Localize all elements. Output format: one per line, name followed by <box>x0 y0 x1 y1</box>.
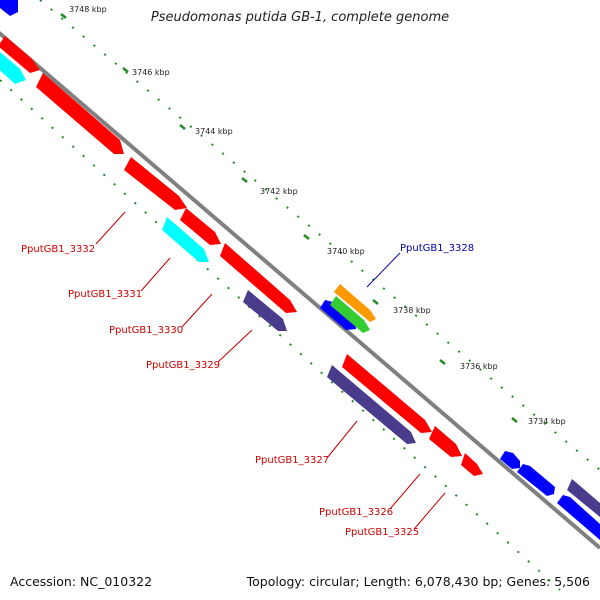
gene-label-group: PputGB1_3332 PputGB1_3331 PputGB1_3330 P… <box>21 243 474 538</box>
reverse-arrow-3328 <box>320 300 356 330</box>
gene-label-3325: PputGB1_3325 <box>345 527 419 538</box>
tick-track-outer <box>39 0 600 471</box>
reverse-arrow-top <box>0 0 18 16</box>
gene-arrow-3329r <box>220 243 297 313</box>
gene-arrow-3332a <box>0 36 40 73</box>
gene-label-3327: PputGB1_3327 <box>255 455 329 466</box>
gene-label-3331: PputGB1_3331 <box>68 289 142 300</box>
other-arrow-3329 <box>243 290 287 331</box>
other-arrow-right <box>567 479 600 517</box>
gene-arrow-3331b <box>124 157 187 210</box>
accession-text: Accession: NC_010322 <box>10 574 153 589</box>
tick-track-inner <box>0 79 561 591</box>
reverse-arrow-r2 <box>517 464 555 496</box>
tick-label: 3742 kbp <box>260 187 298 196</box>
tick-label: 3736 kbp <box>460 362 498 371</box>
trna-green <box>330 296 370 333</box>
gene-arrow-3327 <box>342 354 432 433</box>
rrna-arrow-left <box>0 52 26 84</box>
major-ticks <box>60 13 518 423</box>
genome-summary-text: Topology: circular; Length: 6,078,430 bp… <box>246 574 590 589</box>
genome-backbone <box>0 30 600 550</box>
tick-labels: 3748 kbp 3746 kbp 3744 kbp 3742 kbp 3740… <box>69 5 566 426</box>
other-arrow-3327 <box>327 365 416 444</box>
tick-label: 3740 kbp <box>327 247 365 256</box>
tick-label: 3748 kbp <box>69 5 107 14</box>
gene-label-3330: PputGB1_3330 <box>109 325 183 336</box>
leader-lines <box>95 211 446 529</box>
gene-arrow-3332 <box>36 73 124 154</box>
gene-arrow-3325 <box>461 453 483 476</box>
tick-label: 3738 kbp <box>393 306 431 315</box>
reverse-arrow-r3 <box>557 495 600 540</box>
gene-label-3329: PputGB1_3329 <box>146 360 220 371</box>
gene-features <box>0 0 600 540</box>
tick-label: 3744 kbp <box>195 127 233 136</box>
reverse-arrow-r1 <box>500 451 520 469</box>
trna-orange <box>334 284 376 322</box>
gene-arrow-3330r <box>180 208 221 245</box>
gene-label-3332: PputGB1_3332 <box>21 244 95 255</box>
map-title: Pseudomonas putida GB-1, complete genome <box>150 10 450 25</box>
gene-label-3328: PputGB1_3328 <box>400 243 474 254</box>
rrna-arrow-3331 <box>162 217 209 262</box>
gene-arrow-3326 <box>429 426 462 457</box>
tick-label: 3734 kbp <box>528 417 566 426</box>
tick-label: 3746 kbp <box>132 68 170 77</box>
gene-label-3326: PputGB1_3326 <box>319 507 393 518</box>
